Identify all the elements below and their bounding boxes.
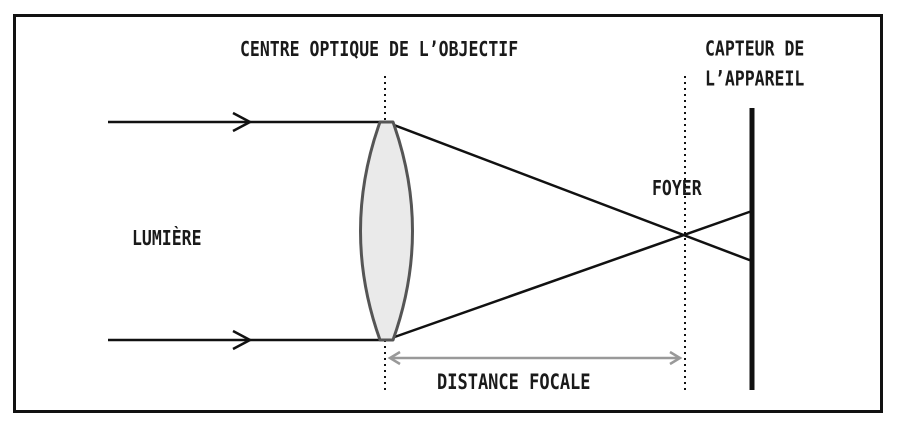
convex-lens <box>359 120 414 342</box>
sensor-label-line1: CAPTEUR DE <box>705 36 805 61</box>
focal-distance-arrow-right <box>669 350 683 366</box>
sensor-label-line2: L’APPAREIL <box>705 66 805 91</box>
focus-label: FOYER <box>652 176 702 200</box>
focal-distance-arrow-left <box>387 350 401 366</box>
light-label: LUMIÈRE <box>132 226 202 250</box>
refracted-ray-top <box>385 120 753 263</box>
refracted-ray-bottom <box>385 209 753 342</box>
focal-distance-label: DISTANCE FOCALE <box>437 370 591 395</box>
ray-arrow-bottom <box>232 329 253 351</box>
sensor-label: CAPTEUR DE L’APPAREIL <box>705 34 804 94</box>
ray-arrow-top <box>232 111 253 133</box>
optical-center-label: CENTRE OPTIQUE DE L’OBJECTIF <box>240 37 519 61</box>
diagram-frame <box>13 14 883 413</box>
